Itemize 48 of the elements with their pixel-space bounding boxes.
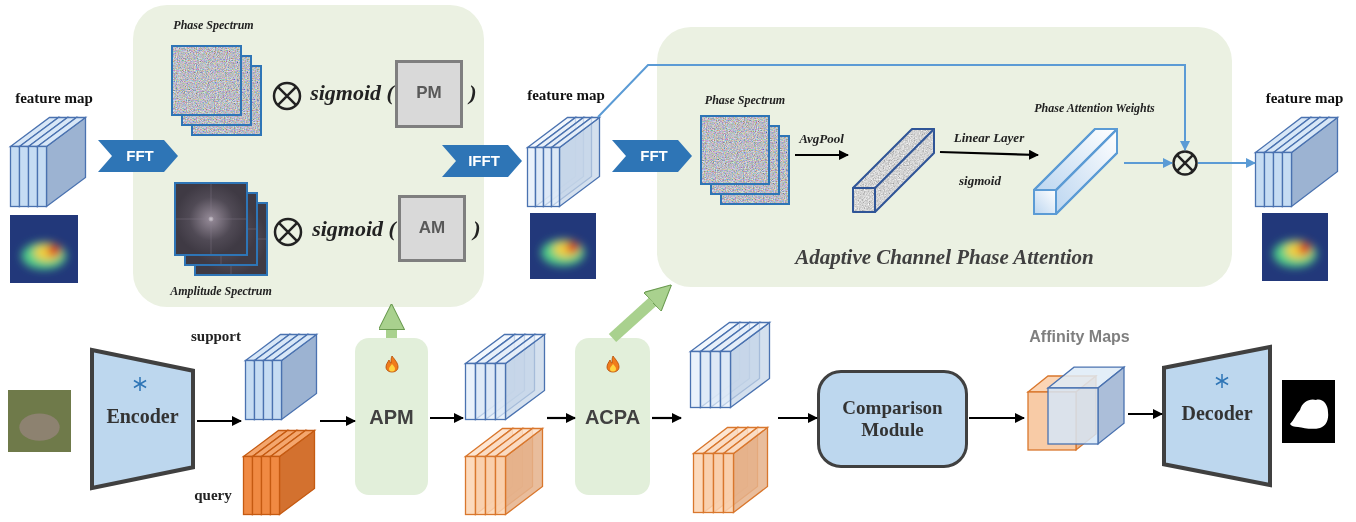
- module-block: [575, 338, 650, 495]
- feature-map-label: feature map: [14, 90, 94, 107]
- branch-label: query: [193, 487, 233, 504]
- module-name: APM: [368, 406, 415, 429]
- arrow: [320, 416, 356, 426]
- arrow: [1123, 158, 1173, 168]
- spectrum-label: Amplitude Spectrum: [168, 284, 273, 299]
- mask-module: [398, 195, 466, 262]
- arrow: [652, 413, 682, 423]
- comparison-module-box: [817, 370, 968, 468]
- arrow: [939, 149, 1039, 160]
- module-name: ACPA: [583, 406, 642, 429]
- edge-label: Linear Layer: [952, 129, 1026, 146]
- sigmoid-expression: ): [466, 80, 478, 106]
- transform-label: IFFT: [467, 152, 501, 169]
- module-name: AM: [417, 217, 447, 238]
- feature-map-label: feature map: [1264, 90, 1345, 107]
- weights-label: Phase Attention Weights: [1033, 101, 1156, 116]
- module-name: Encoder: [105, 405, 180, 428]
- affinity-label: Affinity Maps: [1028, 328, 1131, 346]
- block-arrow: [378, 303, 405, 338]
- transform-label: FFT: [639, 147, 669, 164]
- module-name: Comparison Module: [841, 397, 944, 441]
- feature-map-label: feature map: [526, 87, 606, 104]
- branch-label: support: [189, 328, 241, 345]
- module-block: [355, 338, 428, 495]
- transform-label: FFT: [125, 147, 155, 164]
- spectrum-label: Phase Spectrum: [703, 93, 787, 108]
- activation-label: sigmoid: [958, 173, 1002, 189]
- spectrum-label: Phase Spectrum: [172, 18, 255, 33]
- arrow: [547, 413, 576, 423]
- arrow: [430, 413, 464, 423]
- arrow: [778, 413, 818, 423]
- arrow: [1197, 158, 1256, 168]
- edge-label: AvgPool: [797, 131, 845, 147]
- arrow: [597, 64, 1190, 151]
- mask-module: [395, 60, 463, 128]
- arrow: [969, 413, 1025, 423]
- module-name: PM: [415, 83, 443, 103]
- sigmoid-expression: ): [470, 216, 482, 242]
- arrow: [197, 416, 242, 426]
- sigmoid-expression: sigmoid (: [309, 80, 396, 106]
- block-arrow: [608, 284, 673, 343]
- arrow: [1128, 409, 1163, 419]
- sigmoid-expression: sigmoid (: [311, 216, 398, 242]
- arrow: [795, 150, 849, 160]
- panel-title: Adaptive Channel Phase Attention: [793, 245, 1095, 270]
- module-name: Decoder: [1180, 402, 1254, 425]
